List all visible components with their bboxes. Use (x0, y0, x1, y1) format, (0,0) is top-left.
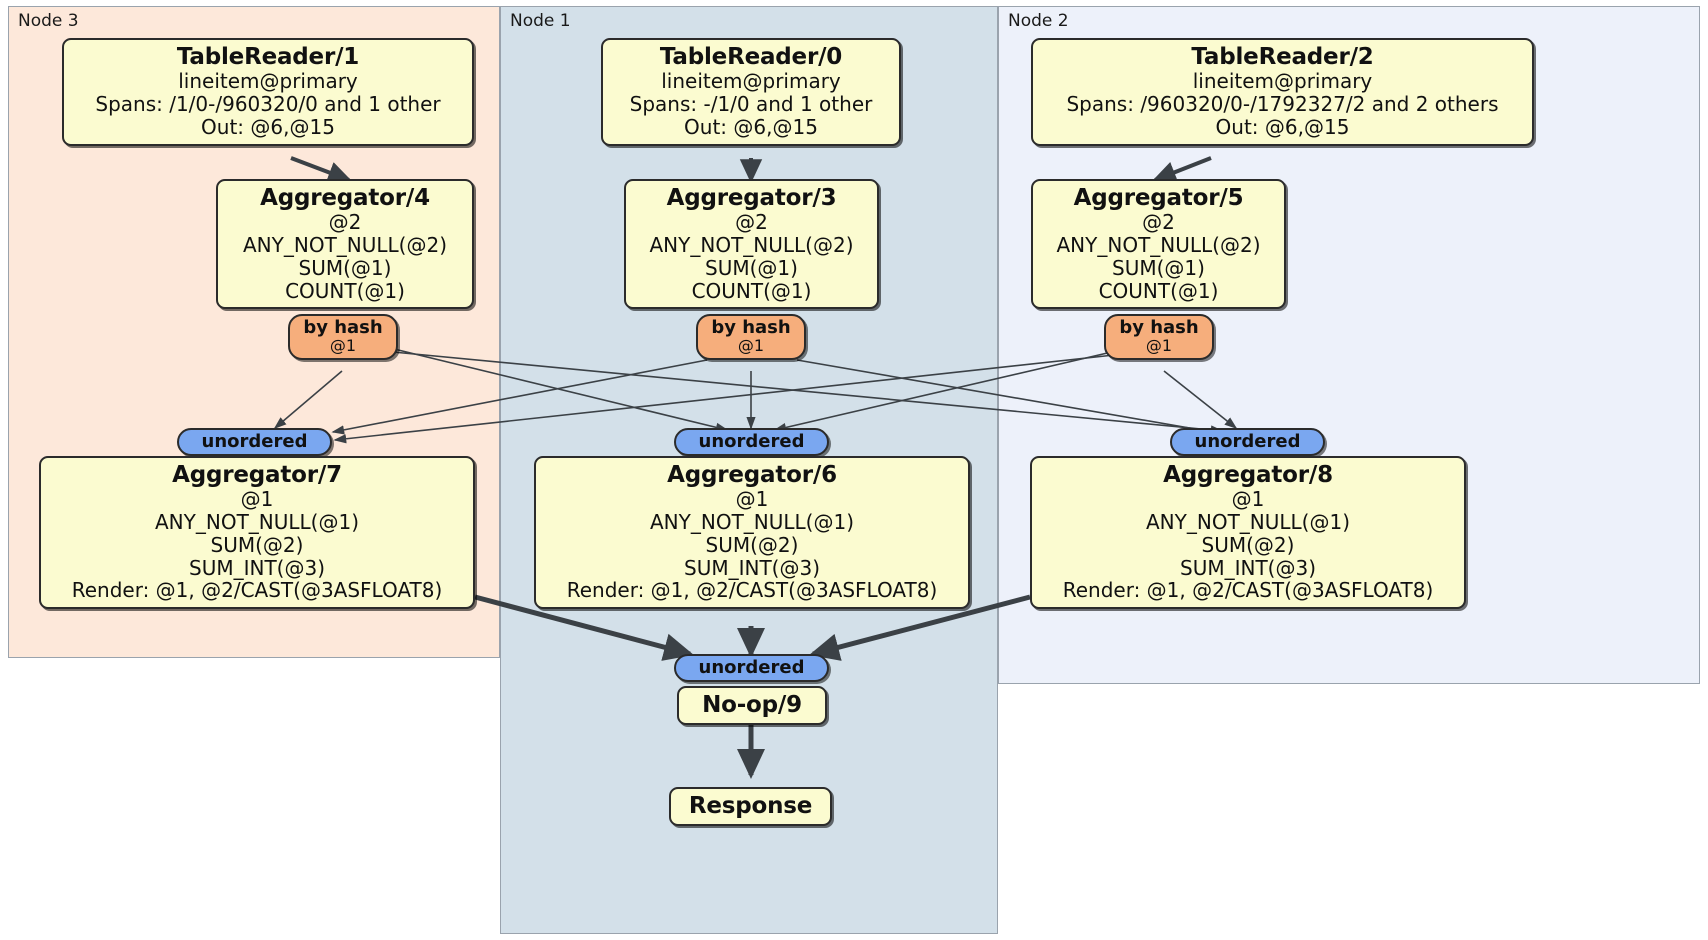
processor-detail-line: Out: @6,@15 (1215, 114, 1350, 139)
processor-detail-line: SUM(@2) (705, 532, 799, 557)
processor-detail-line: Render: @1, @2/CAST(@3ASFLOAT8) (1062, 578, 1434, 603)
badge-subtitle: @1 (737, 336, 765, 356)
badge-subtitle: @1 (329, 336, 357, 356)
processor-aggregator-7[interactable]: Aggregator/7 @1 ANY_NOT_NULL(@1) SUM(@2)… (39, 456, 475, 610)
processor-title: Aggregator/4 (260, 185, 430, 211)
processor-no-op-9[interactable]: No-op/9 (677, 686, 827, 726)
processor-detail-line: lineitem@primary (661, 69, 841, 94)
processor-detail-line: Spans: /960320/0-/1792327/2 and 2 others (1066, 92, 1499, 117)
processor-detail-line: SUM_INT(@3) (1180, 555, 1316, 580)
processor-detail-line: Render: @1, @2/CAST(@3ASFLOAT8) (71, 578, 443, 603)
processor-detail-line: ANY_NOT_NULL(@2) (649, 233, 854, 258)
processor-detail-line: ANY_NOT_NULL(@2) (243, 233, 447, 258)
processor-table-reader-0[interactable]: TableReader/0 lineitem@primary Spans: -/… (601, 38, 901, 146)
processor-detail-line: Render: @1, @2/CAST(@3ASFLOAT8) (566, 578, 938, 603)
processor-title: Response (688, 793, 813, 819)
processor-table-reader-2[interactable]: TableReader/2 lineitem@primary Spans: /9… (1031, 38, 1534, 146)
processor-title: Aggregator/7 (172, 462, 342, 488)
processor-detail-line: @2 (735, 210, 768, 235)
input-sync-badge-unordered-7[interactable]: unordered (177, 428, 332, 457)
processor-title: TableReader/1 (176, 44, 360, 70)
processor-detail-line: Spans: /1/0-/960320/0 and 1 other (95, 92, 441, 117)
processor-aggregator-3[interactable]: Aggregator/3 @2 ANY_NOT_NULL(@2) SUM(@1)… (624, 179, 879, 310)
processor-detail-line: ANY_NOT_NULL(@1) (1146, 510, 1350, 535)
badge-title: unordered (698, 431, 805, 452)
processor-detail-line: @1 (735, 487, 769, 512)
processor-detail-line: COUNT(@1) (1098, 278, 1219, 303)
processor-detail-line: @1 (1231, 487, 1265, 512)
node-label-node-3: Node 3 (18, 11, 79, 31)
processor-aggregator-6[interactable]: Aggregator/6 @1 ANY_NOT_NULL(@1) SUM(@2)… (534, 456, 970, 610)
badge-title: by hash (1119, 317, 1199, 338)
processor-title: Aggregator/6 (667, 462, 837, 488)
processor-title: TableReader/0 (659, 44, 843, 70)
badge-title: unordered (698, 657, 805, 678)
processor-table-reader-1[interactable]: TableReader/1 lineitem@primary Spans: /1… (62, 38, 474, 146)
processor-aggregator-8[interactable]: Aggregator/8 @1 ANY_NOT_NULL(@1) SUM(@2)… (1030, 456, 1466, 610)
processor-title: TableReader/2 (1191, 44, 1374, 70)
processor-detail-line: SUM_INT(@3) (189, 555, 325, 580)
processor-detail-line: ANY_NOT_NULL(@2) (1056, 233, 1261, 258)
processor-detail-line: lineitem@primary (178, 69, 358, 94)
node-label-node-2: Node 2 (1008, 11, 1069, 31)
processor-title: Aggregator/3 (666, 185, 837, 211)
processor-detail-line: @2 (328, 210, 362, 235)
processor-detail-line: COUNT(@1) (691, 278, 812, 303)
processor-title: Aggregator/8 (1163, 462, 1333, 488)
node-label-node-1: Node 1 (510, 11, 571, 31)
processor-detail-line: SUM(@1) (298, 255, 392, 280)
processor-detail-line: Spans: -/1/0 and 1 other (629, 92, 873, 117)
processor-detail-line: @2 (1142, 210, 1175, 235)
processor-detail-line: COUNT(@1) (285, 278, 405, 303)
processor-detail-line: lineitem@primary (1192, 69, 1373, 94)
badge-title: by hash (303, 317, 383, 338)
badge-title: by hash (711, 317, 791, 338)
processor-detail-line: Out: @6,@15 (684, 114, 818, 139)
input-sync-badge-unordered-final[interactable]: unordered (674, 654, 829, 683)
processor-detail-line: ANY_NOT_NULL(@1) (155, 510, 359, 535)
badge-title: unordered (201, 431, 308, 452)
processor-aggregator-5[interactable]: Aggregator/5 @2 ANY_NOT_NULL(@2) SUM(@1)… (1031, 179, 1286, 310)
badge-title: unordered (1194, 431, 1301, 452)
badge-subtitle: @1 (1145, 336, 1173, 356)
output-router-badge-by-hash-3[interactable]: by hash @1 (696, 314, 806, 360)
processor-detail-line: @1 (240, 487, 274, 512)
processor-detail-line: SUM(@2) (210, 532, 304, 557)
processor-aggregator-4[interactable]: Aggregator/4 @2 ANY_NOT_NULL(@2) SUM(@1)… (216, 179, 474, 310)
processor-title: Aggregator/5 (1073, 185, 1244, 211)
output-router-badge-by-hash-4[interactable]: by hash @1 (288, 314, 398, 360)
processor-detail-line: ANY_NOT_NULL(@1) (650, 510, 854, 535)
processor-detail-line: Out: @6,@15 (201, 114, 335, 139)
input-sync-badge-unordered-8[interactable]: unordered (1170, 428, 1325, 457)
output-router-badge-by-hash-5[interactable]: by hash @1 (1104, 314, 1214, 360)
processor-detail-line: SUM(@2) (1201, 532, 1295, 557)
processor-detail-line: SUM_INT(@3) (684, 555, 820, 580)
processor-title: No-op/9 (702, 692, 802, 718)
processor-detail-line: SUM(@1) (1112, 255, 1205, 280)
processor-response[interactable]: Response (669, 787, 832, 827)
processor-detail-line: SUM(@1) (705, 255, 798, 280)
input-sync-badge-unordered-6[interactable]: unordered (674, 428, 829, 457)
